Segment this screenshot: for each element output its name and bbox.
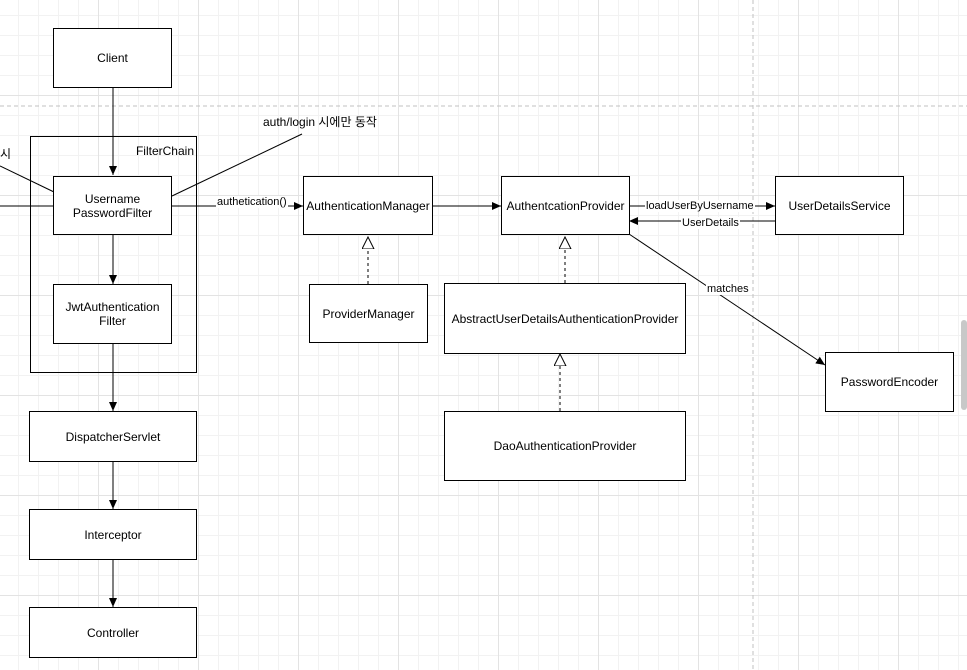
edge-label-load-user: loadUserByUsername xyxy=(645,200,755,212)
edge-note-connector xyxy=(171,133,303,197)
dao-authentication-provider-node[interactable]: DaoAuthenticationProvider xyxy=(444,411,686,481)
abstract-user-details-provider-node[interactable]: AbstractUserDetailsAuthenticationProvide… xyxy=(444,283,686,354)
abstract-user-details-provider-label: AbstractUserDetailsAuthenticationProvide… xyxy=(451,311,679,326)
edge-label-user-details: UserDetails xyxy=(681,217,740,229)
controller-node[interactable]: Controller xyxy=(29,607,197,658)
username-password-filter-label: Username PasswordFilter xyxy=(72,191,153,220)
edge-left-diagonal xyxy=(0,165,55,193)
password-encoder-label: PasswordEncoder xyxy=(840,375,939,389)
login-note: auth/login 시에만 동작 xyxy=(263,115,377,129)
user-details-service-label: UserDetailsService xyxy=(788,198,891,213)
client-node-label: Client xyxy=(97,51,128,65)
authentication-manager-label: AuthenticationManager xyxy=(306,198,430,213)
controller-label: Controller xyxy=(86,625,140,640)
vertical-scrollbar[interactable] xyxy=(961,320,967,410)
interceptor-label: Interceptor xyxy=(84,527,142,542)
provider-manager-label: ProviderManager xyxy=(322,306,415,321)
password-encoder-node[interactable]: PasswordEncoder xyxy=(825,352,954,412)
edge-matches xyxy=(628,233,826,366)
jwt-authentication-filter-label: JwtAuthentication Filter xyxy=(65,300,160,328)
filterchain-label: FilterChain xyxy=(135,144,194,158)
interceptor-node[interactable]: Interceptor xyxy=(29,509,197,560)
authentication-provider-label: AuthentcationProvider xyxy=(506,198,625,213)
dispatcher-servlet-node[interactable]: DispatcherServlet xyxy=(29,411,197,462)
edge-label-matches: matches xyxy=(706,283,750,295)
edge-label-authentication-call: authetication() xyxy=(216,196,288,208)
dao-authentication-provider-label: DaoAuthenticationProvider xyxy=(493,439,637,453)
authentication-manager-node[interactable]: AuthenticationManager xyxy=(303,176,433,235)
left-fragment-text: 시 xyxy=(0,147,12,161)
username-password-filter-node[interactable]: Username PasswordFilter xyxy=(53,176,172,235)
user-details-service-node[interactable]: UserDetailsService xyxy=(775,176,904,235)
dispatcher-servlet-label: DispatcherServlet xyxy=(65,429,161,444)
filterchain-container: FilterChain xyxy=(30,136,197,373)
authentication-provider-node[interactable]: AuthentcationProvider xyxy=(501,176,630,235)
client-node[interactable]: Client xyxy=(53,28,172,88)
jwt-authentication-filter-node[interactable]: JwtAuthentication Filter xyxy=(53,284,172,344)
provider-manager-node[interactable]: ProviderManager xyxy=(309,284,428,343)
